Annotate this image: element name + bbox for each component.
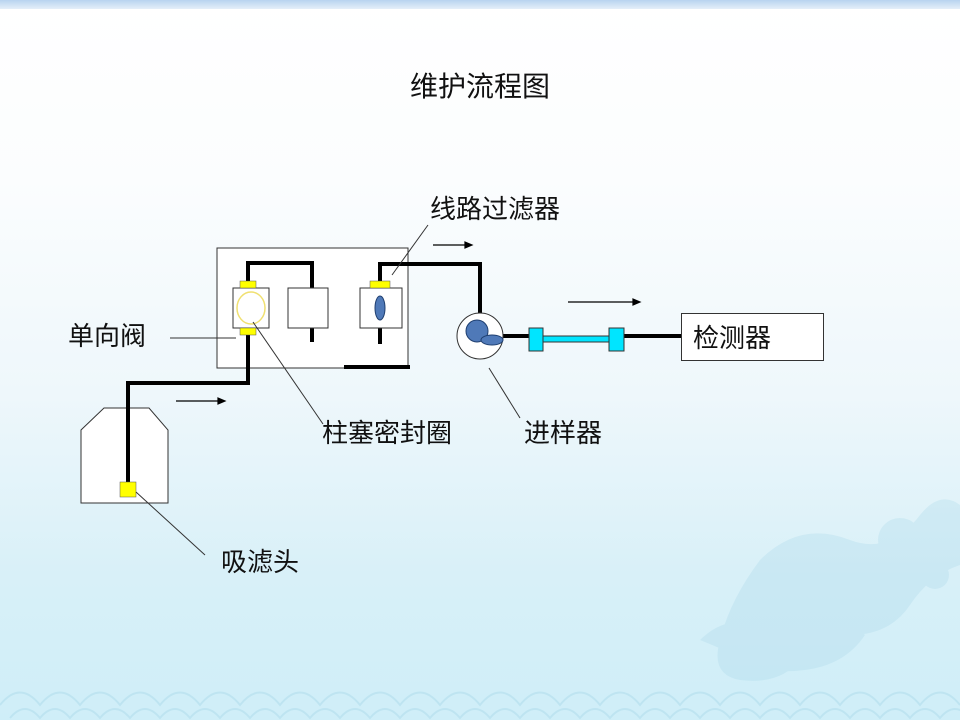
- flow-arrow-2: [568, 298, 642, 306]
- flow-arrow-3: [176, 397, 227, 405]
- pump-head-middle: [287, 287, 329, 329]
- line-filter-cap: [369, 280, 391, 289]
- column-fitting-right: [608, 327, 625, 352]
- flow-arrow-1: [433, 241, 474, 249]
- label-line-filter: 线路过滤器: [430, 195, 561, 225]
- leader-piston-seal: [252, 321, 324, 425]
- column-tube: [542, 335, 610, 343]
- line-filter-disc: [374, 295, 386, 321]
- label-suction-filter: 吸滤头: [221, 548, 300, 578]
- page-title: 维护流程图: [409, 70, 550, 103]
- check-valve-top: [239, 280, 257, 289]
- filter-to-injector-tube: [378, 262, 482, 316]
- label-injector: 进样器: [524, 419, 603, 449]
- leader-lines: [135, 224, 521, 556]
- piston-seal-ring: [236, 291, 266, 325]
- flow-arrows: [176, 241, 642, 405]
- leader-injector: [488, 367, 521, 419]
- pump-head-link: [246, 261, 314, 290]
- injector-rotor: [465, 319, 489, 343]
- top-band: [0, 0, 960, 9]
- solvent-bottle: [80, 407, 169, 504]
- inlet-tube: [126, 330, 250, 484]
- label-piston-seal: 柱塞密封圈: [322, 419, 453, 449]
- leader-suction-filter: [135, 491, 206, 556]
- dragon-silhouette: [700, 499, 960, 681]
- leader-line-filter: [391, 224, 429, 276]
- pump-head-left: [232, 287, 270, 329]
- tubing: [126, 261, 683, 484]
- label-detector: 检测器: [693, 324, 772, 354]
- label-check-valve: 单向阀: [68, 322, 147, 352]
- injector-port: [480, 334, 504, 346]
- column-fitting-left: [528, 327, 544, 352]
- suction-filter: [119, 481, 137, 498]
- wave-pattern: [0, 691, 960, 720]
- detector-box: 检测器: [681, 313, 824, 361]
- check-valve-bottom: [239, 327, 257, 336]
